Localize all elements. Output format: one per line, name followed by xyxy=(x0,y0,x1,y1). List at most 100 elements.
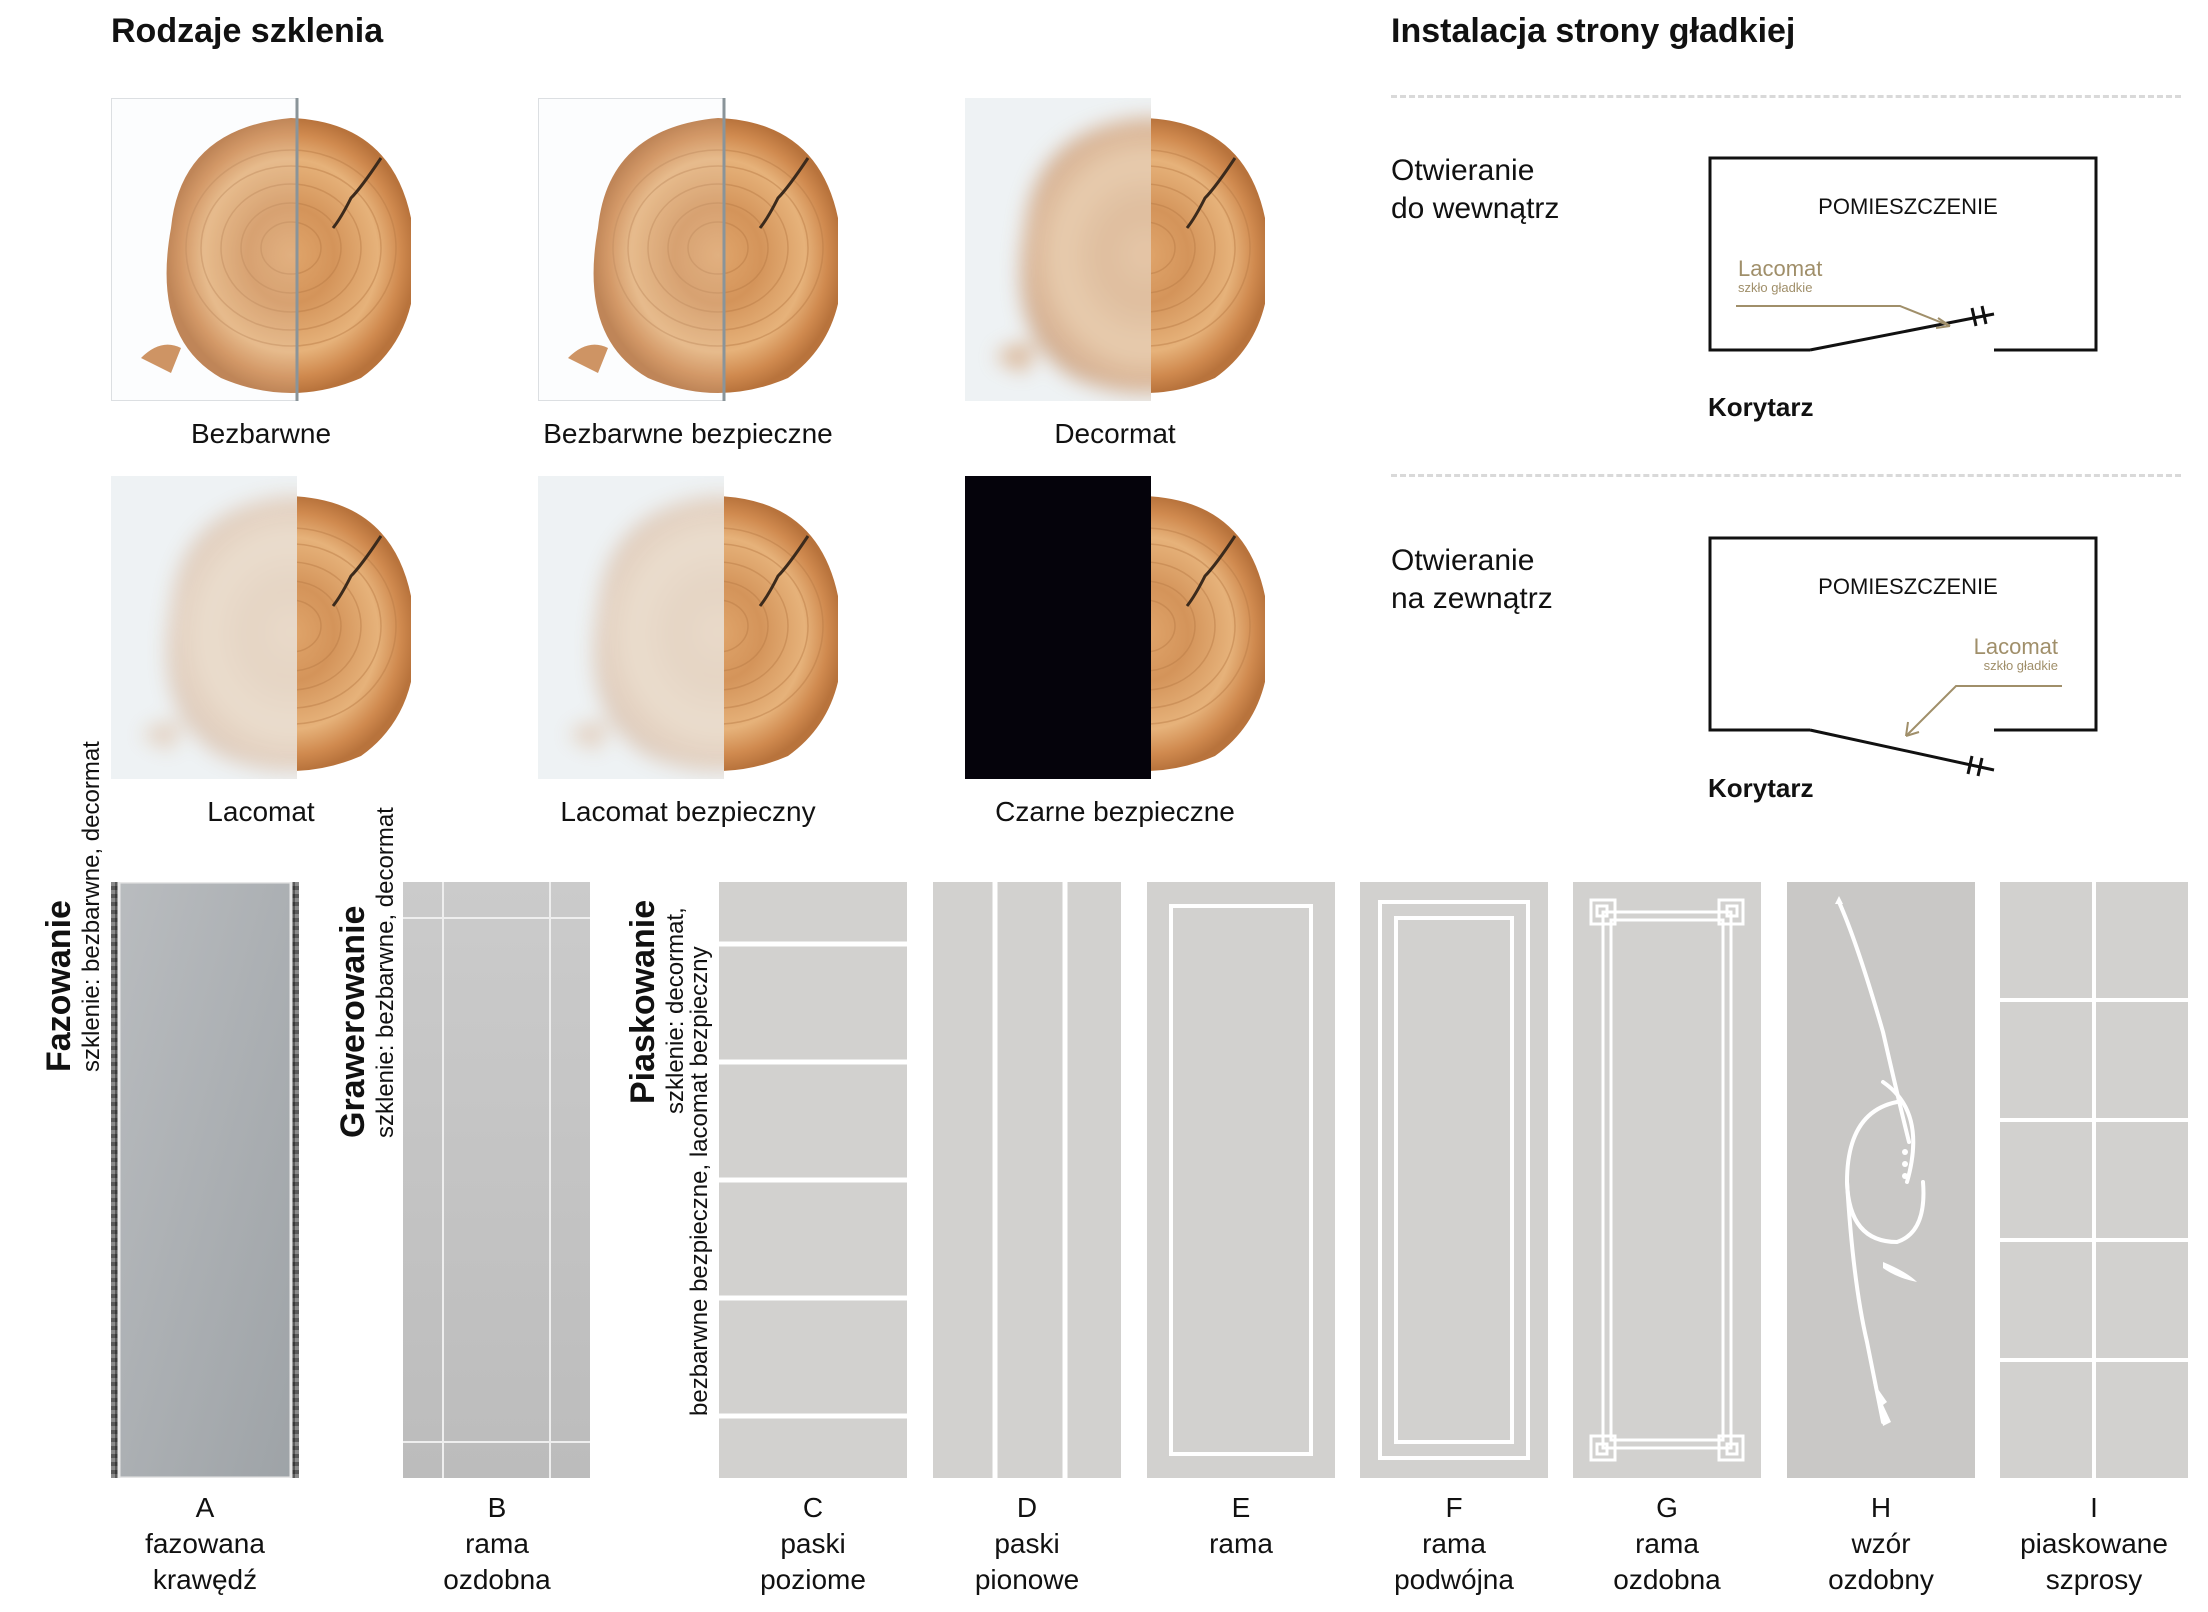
smooth-glass-label: szkło gładkie xyxy=(1984,658,2058,673)
outward-opening-diagram: POMIESZCZENIE Lacomat szkło gładkie xyxy=(1708,536,2098,777)
panel-label-letter: E xyxy=(1231,1492,1251,1523)
panel-label-letter: G xyxy=(1656,1492,1678,1523)
arrow-head xyxy=(1935,317,1951,329)
panel-label-line1: rama xyxy=(1422,1528,1486,1559)
pointer-arrow xyxy=(1905,685,2062,737)
fazowanie-title: Fazowanie xyxy=(40,900,78,1072)
panel-label-line1: rama xyxy=(1209,1528,1273,1559)
fazowanie-subtitle: szklenie: bezbarwne, decormat xyxy=(78,741,105,1072)
panel-g-graphic xyxy=(1573,882,1761,1478)
grawerowanie-title: Grawerowanie xyxy=(334,905,372,1138)
hinge-mark xyxy=(1980,305,1988,325)
glazing-swatch-5 xyxy=(965,476,1265,779)
panel-i-sandblasted-bars xyxy=(2000,882,2188,1478)
panel-i-graphic xyxy=(2000,882,2188,1478)
arrow-head xyxy=(1905,721,1920,737)
panel-d-graphic xyxy=(933,882,1121,1478)
panel-c-horizontal-stripes xyxy=(719,882,907,1478)
pointer-arrow xyxy=(1736,305,1951,327)
opening-outward-line1: Otwieranie xyxy=(1391,544,1535,577)
room-outline xyxy=(1708,156,2098,352)
panel-f-graphic xyxy=(1360,882,1548,1478)
glazing-swatch-4 xyxy=(538,476,838,779)
glazing-caption-5: Czarne bezpieczne xyxy=(995,796,1235,827)
panel-f-double-frame xyxy=(1360,882,1548,1478)
panel-label-line1: paski xyxy=(780,1528,846,1559)
corridor-label-outward: Korytarz xyxy=(1708,773,1814,803)
panel-label-letter: A xyxy=(195,1492,215,1523)
piaskowanie-section-label: Piaskowanie xyxy=(624,900,662,1104)
opening-outward-line2: na zewnątrz xyxy=(1391,582,1553,615)
glazing-caption-2: Decormat xyxy=(1054,418,1176,449)
door-leaf xyxy=(1809,728,1995,772)
opening-inward-title: Otwieranie do wewnątrz xyxy=(1391,152,1559,228)
panel-label-line1: piaskowane xyxy=(2020,1528,2168,1559)
panel-label-line1: rama xyxy=(465,1528,529,1559)
divider-top xyxy=(1391,95,2181,98)
panel-label-line1: wzór xyxy=(1851,1528,1911,1559)
grawerowanie-subtitle: szklenie: bezbarwne, decormat xyxy=(372,807,399,1138)
panel-label-letter: I xyxy=(2090,1492,2098,1523)
panel-label-line2: podwójna xyxy=(1394,1564,1514,1595)
panel-label-letter: D xyxy=(1016,1492,1038,1523)
hinge-mark xyxy=(1976,757,1984,777)
wood-slice-image xyxy=(538,476,838,779)
panel-label-line2: pionowe xyxy=(974,1564,1080,1595)
panel-label-line2: poziome xyxy=(760,1564,866,1595)
wood-slice-image xyxy=(965,98,1265,401)
panel-label-line1: paski xyxy=(994,1528,1060,1559)
opening-outward-title: Otwieranie na zewnątrz xyxy=(1391,542,1553,618)
glazing-swatch-1 xyxy=(538,98,838,401)
panel-label-line2: ozdobna xyxy=(443,1564,551,1595)
wood-slice-image xyxy=(538,98,838,401)
glazing-caption-4: Lacomat bezpieczny xyxy=(560,796,816,827)
hinge-mark xyxy=(1970,307,1978,327)
door-leaf xyxy=(1809,312,1995,352)
panel-a-beveled-edge xyxy=(111,880,299,1480)
panel-a-graphic xyxy=(111,880,299,1480)
corridor-label-inward: Korytarz xyxy=(1708,392,1814,422)
panel-label-letter: C xyxy=(802,1492,824,1523)
hinge-mark xyxy=(1966,755,1974,775)
glazing-swatch-0 xyxy=(111,98,411,401)
opening-inward-line2: do wewnątrz xyxy=(1391,192,1560,225)
panel-label-line2: szprosy xyxy=(2045,1564,2143,1595)
grawerowanie-section-label: Grawerowanie szklenie: bezbarwne, decorm… xyxy=(334,807,400,1138)
panel-h-ornamental-pattern xyxy=(1787,882,1975,1478)
opening-inward-line1: Otwieranie xyxy=(1391,154,1535,187)
panel-b-decorative-frame xyxy=(403,882,590,1478)
panel-label-line1: fazowana xyxy=(145,1528,265,1559)
panel-b-graphic xyxy=(403,882,590,1478)
wood-slice-image xyxy=(111,98,411,401)
panel-label-line2: ozdobna xyxy=(1613,1564,1721,1595)
piaskowanie-subtitle-line2-wrap: bezbarwne bezpieczne, lacomat bezpieczny xyxy=(686,946,714,1416)
lacomat-label: Lacomat xyxy=(1738,256,1822,281)
piaskowanie-title: Piaskowanie xyxy=(624,899,662,1104)
panel-label-line2: krawędź xyxy=(152,1564,258,1595)
glazing-caption-1: Bezbarwne bezpieczne xyxy=(543,418,833,449)
inward-opening-diagram: POMIESZCZENIE Lacomat szkło gładkie xyxy=(1708,156,2098,352)
divider-middle xyxy=(1391,474,2181,477)
room-label: POMIESZCZENIE xyxy=(1818,194,1998,219)
glazing-swatch-2 xyxy=(965,98,1265,401)
room-label: POMIESZCZENIE xyxy=(1818,574,1998,599)
room-outline xyxy=(1708,536,2098,732)
piaskowanie-subtitle-line2: bezbarwne bezpieczne, lacomat bezpieczny xyxy=(686,946,713,1416)
panel-h-graphic xyxy=(1787,882,1975,1478)
smooth-glass-label: szkło gładkie xyxy=(1738,280,1812,295)
panel-g-ornamental-frame xyxy=(1573,882,1761,1478)
wood-slice-image xyxy=(111,476,411,779)
panel-label-letter: B xyxy=(487,1492,507,1523)
panel-c-graphic xyxy=(719,882,907,1478)
installation-title: Instalacja strony gładkiej xyxy=(1391,12,1796,50)
glazing-caption-3: Lacomat xyxy=(207,796,315,827)
